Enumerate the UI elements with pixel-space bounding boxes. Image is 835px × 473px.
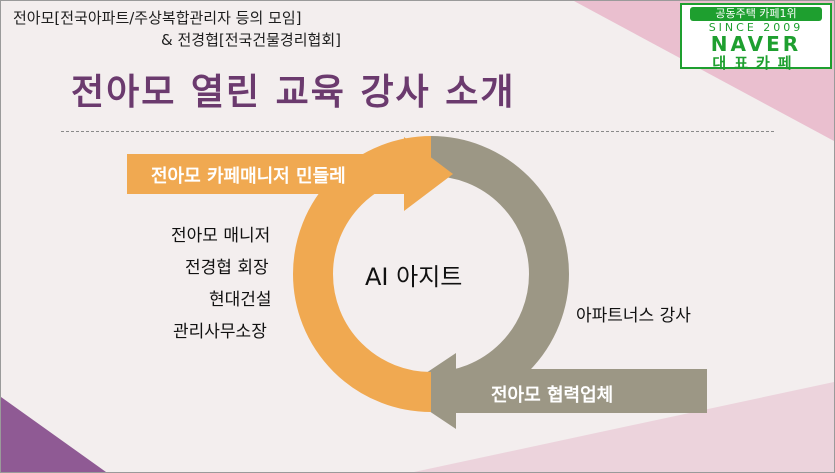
- left-label-2: 전경협 회장: [185, 258, 269, 278]
- page-title: 전아모 열린 교육 강사 소개: [71, 72, 516, 113]
- left-label-3: 현대건설: [209, 290, 272, 310]
- orange-arrow-body: [127, 154, 406, 194]
- corner-decoration-bottom-left: [1, 397, 106, 472]
- right-label: 아파트너스 강사: [576, 306, 691, 326]
- center-label: AI 아지트: [365, 263, 463, 291]
- divider: [61, 131, 774, 132]
- left-label-4: 관리사무소장: [173, 322, 267, 342]
- left-label-1: 전아모 매니저: [171, 226, 271, 246]
- header-line-1: 전아모[전국아파트/주상복합관리자 등의 모임]: [13, 9, 302, 27]
- bottom-arrow-label: 전아모 협력업체: [491, 385, 614, 406]
- header-line-2: & 전경협[전국건물경리협회]: [161, 31, 341, 49]
- badge-line-1: 공동주택 카페1위: [690, 7, 822, 21]
- badge-line-2: SINCE 2009: [708, 21, 804, 34]
- orange-arrowhead: [404, 137, 453, 211]
- badge-line-3: NAVER: [710, 32, 802, 56]
- badge-line-4: 대표카페: [712, 54, 800, 72]
- gray-arrow-body: [456, 369, 707, 413]
- naver-cafe-badge: 공동주택 카페1위 SINCE 2009 NAVER 대표카페: [680, 3, 832, 72]
- top-arrow-label: 전아모 카페매니저 민들레: [151, 166, 346, 187]
